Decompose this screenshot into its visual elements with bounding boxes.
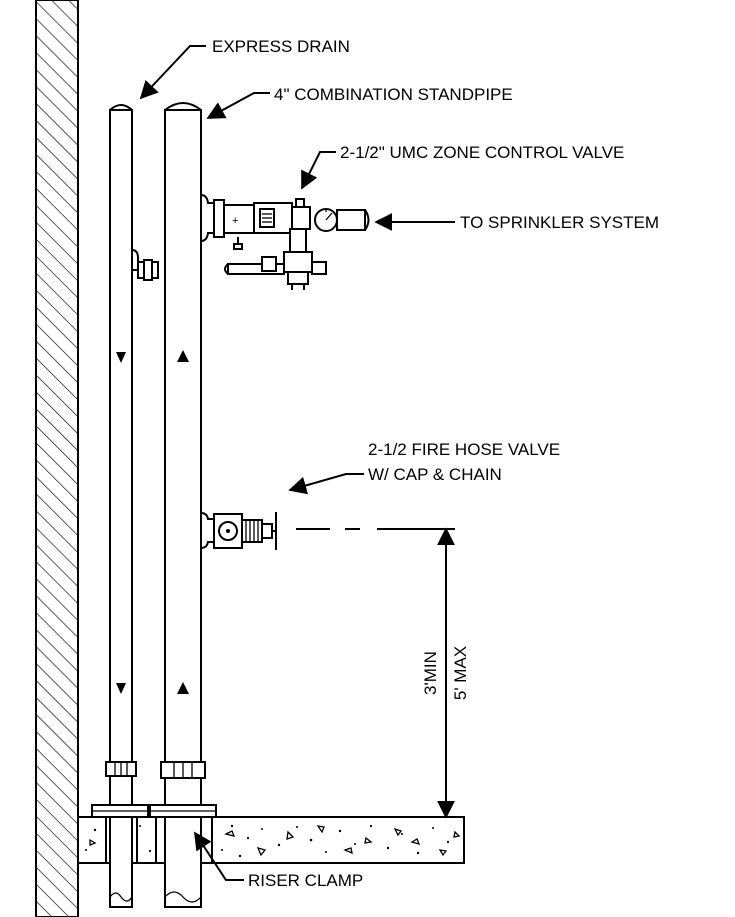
cap-and-chain-label: W/ CAP & CHAIN (368, 465, 502, 484)
express-drain-label: EXPRESS DRAIN (212, 37, 350, 56)
fire-hose-valve-label: 2-1/2 FIRE HOSE VALVE (368, 440, 560, 459)
flow-arrow-down (116, 352, 126, 363)
flow-arrow-down (116, 683, 126, 694)
zone-control-valve-assembly: + (200, 194, 370, 290)
concrete-aggregate (89, 825, 461, 857)
combination-standpipe (160, 102, 206, 908)
flow-arrow-up (177, 682, 189, 694)
dimension-max-label: 5' MAX (451, 646, 470, 700)
flow-arrow-up (177, 350, 189, 362)
dimension-min-label: 3'MIN (421, 651, 440, 695)
leader-lines (139, 45, 455, 881)
height-dimension: 3'MIN 5' MAX (296, 527, 470, 819)
zone-control-valve-label: 2-1/2" UMC ZONE CONTROL VALVE (340, 143, 624, 162)
wall (35, 0, 79, 917)
standpipe-label: 4" COMBINATION STANDPIPE (274, 85, 513, 104)
svg-text:+: + (232, 215, 238, 227)
to-sprinkler-system-label: TO SPRINKLER SYSTEM (460, 213, 659, 232)
concrete-speckle (85, 824, 450, 858)
riser-clamp-label: RISER CLAMP (248, 871, 363, 890)
express-drain-pipe (105, 104, 159, 908)
concrete-floor-slab (77, 816, 465, 864)
riser-clamp (91, 804, 217, 818)
fire-hose-valve (200, 512, 277, 550)
